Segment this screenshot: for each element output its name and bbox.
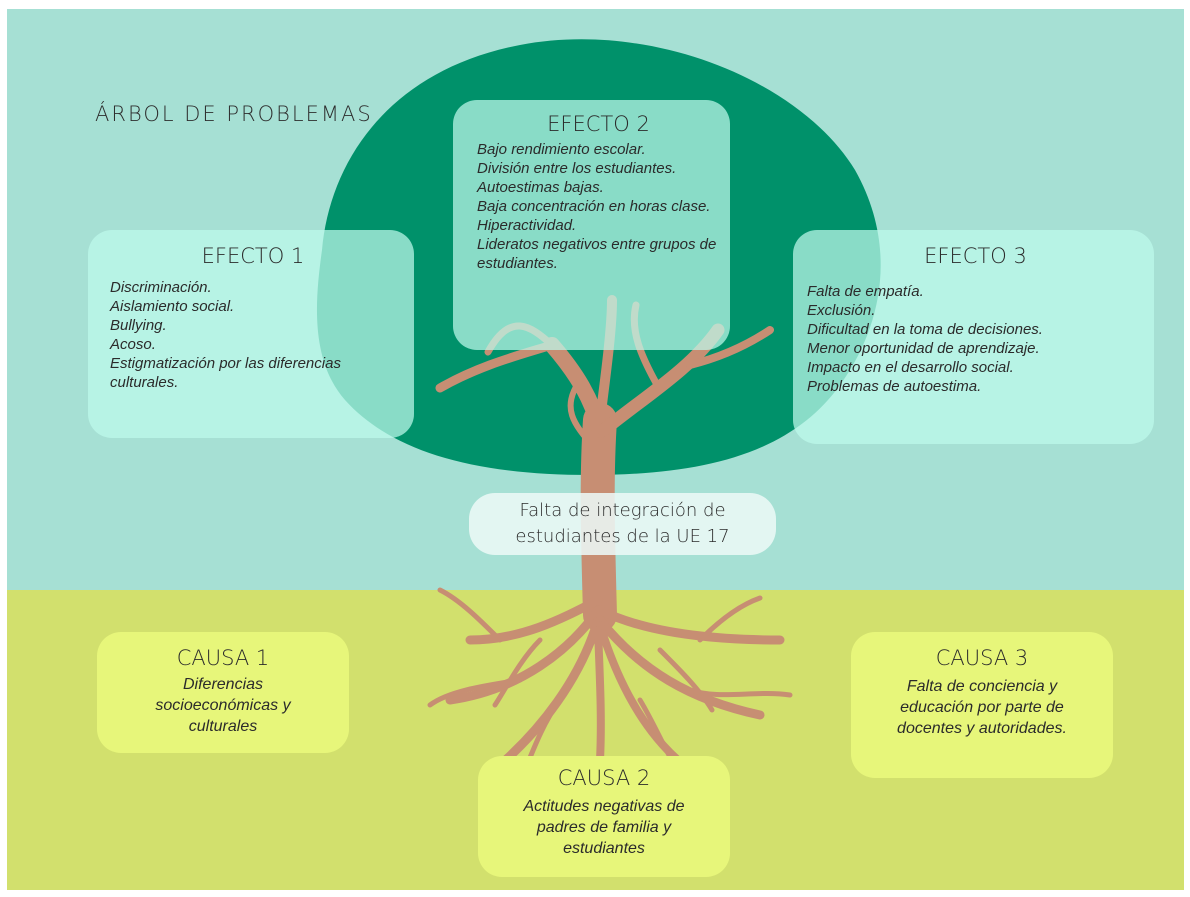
effect-item: Aislamiento social. — [110, 298, 235, 315]
effect-item: Estigmatización por las diferencias cult… — [110, 355, 341, 391]
effect-item: División entre los estudiantes. — [477, 160, 677, 177]
effect-items: Discriminación. Aislamiento social. Bull… — [110, 278, 396, 392]
effect-item: Bajo rendimiento escolar. — [477, 141, 646, 158]
tree-roots — [427, 587, 793, 778]
diagram-title: ÁRBOL DE PROBLEMAS — [95, 102, 373, 126]
cause-text: Falta de conciencia y educación por part… — [897, 678, 1067, 737]
cause-text: Diferencias socioeconómicas y culturales — [155, 676, 291, 735]
cause-heading: CAUSA 3 — [935, 646, 1029, 670]
effect-item: Acoso. — [110, 336, 156, 353]
effect-heading: EFECTO 3 — [924, 244, 1027, 268]
effect-box-2: EFECTO 2 Bajo rendimiento escolar. Divis… — [453, 100, 730, 350]
effect-item: Problemas de autoestima. — [807, 378, 982, 395]
effect-item: Dificultad en la toma de decisiones. — [807, 321, 1043, 338]
effect-item: Lideratos negativos entre grupos de estu… — [477, 236, 717, 272]
effect-item: Autoestimas bajas. — [477, 179, 604, 196]
cause-box-1: CAUSA 1 Diferencias socioeconómicas y cu… — [97, 632, 349, 753]
effect-item: Falta de empatía. — [807, 283, 924, 300]
cause-heading: CAUSA 2 — [557, 766, 651, 790]
effect-item: Hiperactividad. — [477, 217, 577, 234]
effect-item: Baja concentración en horas clase. — [477, 198, 711, 215]
effect-item: Discriminación. — [110, 279, 212, 296]
effect-heading: EFECTO 2 — [547, 112, 650, 136]
effect-box-3: EFECTO 3 Falta de empatía. Exclusión. Di… — [793, 230, 1154, 444]
cause-box-2: CAUSA 2 Actitudes negativas de padres de… — [478, 756, 730, 877]
central-problem-text: Falta de integración de estudiantes de l… — [515, 500, 730, 547]
effect-item: Menor oportunidad de aprendizaje. — [807, 340, 1040, 357]
effect-item: Bullying. — [110, 317, 167, 334]
cause-text: Actitudes negativas de padres de familia… — [523, 798, 685, 857]
central-problem-box: Falta de integración de estudiantes de l… — [469, 493, 776, 555]
cause-box-3: CAUSA 3 Falta de conciencia y educación … — [851, 632, 1113, 778]
effect-item: Impacto en el desarrollo social. — [807, 359, 1014, 376]
effect-items: Bajo rendimiento escolar. División entre… — [477, 140, 720, 273]
cause-heading: CAUSA 1 — [176, 646, 270, 670]
effect-items: Falta de empatía. Exclusión. Dificultad … — [807, 282, 1144, 396]
effect-box-1: EFECTO 1 Discriminación. Aislamiento soc… — [88, 230, 414, 438]
effect-heading: EFECTO 1 — [201, 244, 305, 268]
effect-item: Exclusión. — [807, 302, 876, 319]
